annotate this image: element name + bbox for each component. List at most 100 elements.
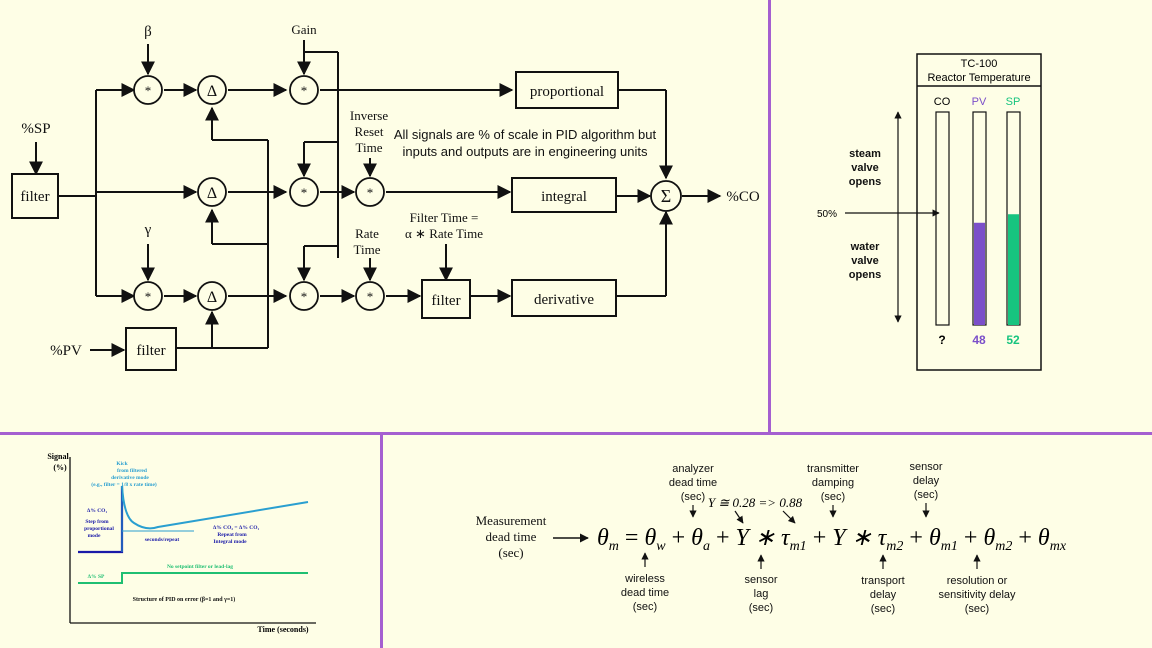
pv-filter-label: filter [136,343,165,359]
transport-delay-label: delay [870,589,897,601]
delta-symbol: Δ [207,185,217,202]
integral-label: integral [541,189,587,205]
co-bar-frame [935,111,950,326]
kick-note: from filtered [117,468,147,474]
water-valve-label: water [850,241,880,253]
mult-symbol: * [301,185,308,200]
wireless-dead-time-label: wireless [624,573,665,585]
sensor-lag-label: (sec) [749,602,773,614]
proportional-label: proportional [530,84,604,100]
wireless-dead-time-label: dead time [621,587,669,599]
sensor-delay-label: delay [913,475,940,487]
vertical-divider-top [768,0,771,432]
derivative-box [511,279,617,317]
measurement-label: dead time [486,529,537,544]
delta-symbol: Δ [207,289,217,306]
gain-label: Gain [291,22,317,37]
pv-input-label: %PV [50,343,82,359]
sp-note: No setpoint filter or lead-lag [167,564,233,570]
wireless-dead-time-label: (sec) [633,601,657,613]
faceplate-panel: TC-100 Reactor Temperature CO PV SP ? 48… [771,0,1152,432]
water-valve-label: valve [851,255,879,267]
mult-symbol: * [145,83,152,98]
repeat-label: seconds/repeat [145,537,180,543]
sp-filter-box [11,173,59,219]
gain-multiplier-proportional [289,75,319,105]
sp-column-label: SP [1006,96,1021,108]
sp-value: 52 [1006,333,1020,347]
rate-time-label: Time [354,242,381,257]
resolution-delay-label: resolution or [947,575,1008,587]
step-note: Δ% CO₁ [87,508,108,514]
mult-symbol: * [301,289,308,304]
sum-junction [650,180,682,212]
faceplate-description: Reactor Temperature [927,72,1030,84]
structure-note: Structure of PID on error (β=1 and γ=1) [133,596,236,603]
co-column-label: CO [934,96,951,108]
step-note: mode [88,533,101,539]
faceplate: TC-100 Reactor Temperature CO PV SP ? 48… [817,53,1042,371]
resolution-delay-label: (sec) [965,603,989,615]
sensor-delay-label: (sec) [914,489,938,501]
mult-symbol: * [367,185,374,200]
mult-symbol: * [145,289,152,304]
rate-multiplier [355,281,385,311]
delta-junction-integral [197,177,227,207]
integral-box [511,177,617,213]
mult-symbol: * [367,289,374,304]
vertical-divider-bottom [380,432,383,648]
sigma-symbol: Σ [661,186,671,206]
reset-time-label: Time [356,140,383,155]
sensor-delay-label: sensor [909,461,942,473]
delta-junction-proportional [197,75,227,105]
pv-bar-fill [974,222,985,325]
fifty-percent-label: 50% [817,209,837,220]
reset-time-label: Inverse [350,108,388,123]
transmitter-damping-label: transmitter [807,463,859,475]
water-valve-label: opens [849,269,881,281]
response-plot-panel: Signal (%) Time (seconds) Kick from filt… [0,435,380,648]
kick-note: (e.g., filter = 1/8 x rate time) [91,481,157,488]
kick-note: Kick [116,461,128,467]
transmitter-damping-label: (sec) [821,491,845,503]
y-axis-label: (%) [53,463,67,472]
rate-time-label: Rate [355,226,379,241]
pid-block-diagram-panel: * * * * * * * Δ Δ Δ Σ filter filter filt… [0,0,768,432]
gain-multiplier-integral [289,177,319,207]
gamma-label: γ [144,222,152,238]
beta-label: β [144,24,152,40]
co-value: ? [938,333,945,347]
measurement-label: Measurement [476,513,547,528]
faceplate-tag: TC-100 [961,58,998,70]
pv-filter-box [125,327,177,371]
co-response-line [121,485,309,530]
pid-response-plot: Signal (%) Time (seconds) Kick from filt… [47,452,316,634]
analyzer-dead-time-label: (sec) [681,491,705,503]
sp-input-label: %SP [21,121,50,137]
analyzer-dead-time-label: dead time [669,477,717,489]
analyzer-dead-time-label: analyzer [672,463,714,475]
mult-symbol: * [301,83,308,98]
sensor-lag-label: sensor [744,574,777,586]
steam-valve-label: opens [849,176,881,188]
y-coefficient-note: Y ≅ 0.28 => 0.88 [708,495,803,510]
step-note: proportional [84,526,114,532]
x-axis-label: Time (seconds) [257,625,309,634]
steam-valve-label: valve [851,162,879,174]
pid-block-diagram: * * * * * * * Δ Δ Δ Σ filter filter filt… [11,22,760,371]
derivative-filter-box [421,279,471,319]
filter-time-label: Filter Time = [410,210,479,225]
sp-bar-fill [1008,214,1019,325]
resolution-delay-label: sensitivity delay [938,589,1016,601]
transmitter-damping-label: damping [812,477,854,489]
sp-step-label: Δ% SP [88,574,105,580]
pv-column-label: PV [972,96,987,108]
filter-time-label: α ∗ Rate Time [405,226,483,241]
reset-time-label: Reset [355,124,384,139]
scaling-note: All signals are % of scale in PID algori… [394,127,657,142]
pv-value: 48 [972,333,986,347]
sensor-lag-label: lag [754,588,769,600]
step-note: Step from [85,519,109,525]
sp-line [78,572,308,584]
beta-multiplier [133,75,163,105]
